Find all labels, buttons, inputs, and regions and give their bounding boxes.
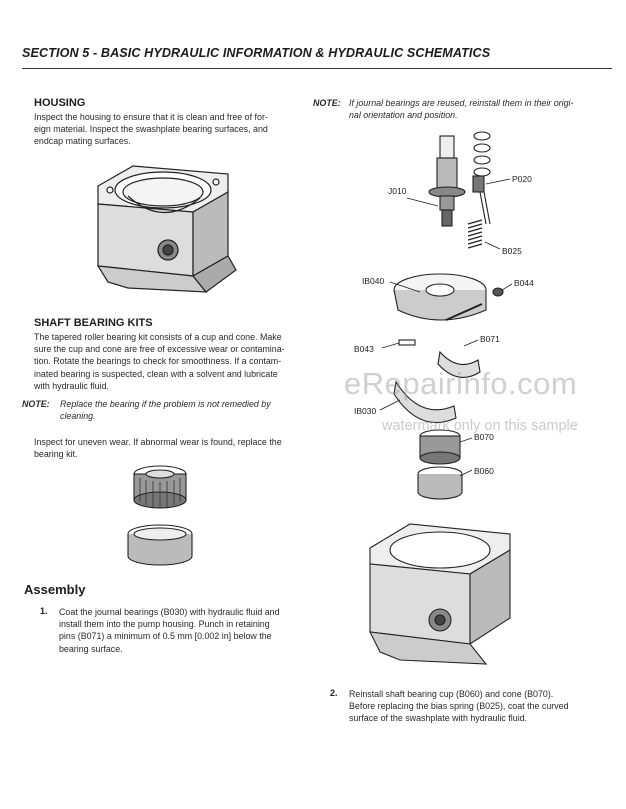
shaft-j010 [439, 135, 455, 159]
step-2-text: Reinstall shaft bearing cup (B060) and c… [349, 688, 569, 725]
right-note-text: If journal bearings are reused, reinstal… [349, 97, 573, 121]
o-ring [473, 131, 491, 141]
right-note-line: nal orientation and position. [349, 110, 458, 121]
housing-text-line: endcap mating surfaces. [34, 136, 131, 147]
kits-note-line: Replace the bearing if the problem is no… [60, 399, 271, 409]
step-1-number: 1. [40, 606, 48, 616]
kits-text-line: The tapered roller bearing kit consists … [34, 332, 282, 342]
journal-bearing-ib030 [393, 380, 457, 423]
label-b044: B044 [514, 278, 534, 288]
o-ring [473, 167, 491, 177]
kits-text-line: tion. Rotate the bearings to check for s… [34, 356, 282, 367]
housing-text: Inspect the housing to ensure that it is… [34, 111, 268, 148]
o-ring [473, 143, 491, 153]
label-b071: B071 [480, 334, 500, 344]
inspect-text: Inspect for uneven wear. If abnormal wea… [34, 436, 282, 460]
label-j010: J010 [388, 186, 407, 196]
label-ib030: IB030 [354, 406, 376, 416]
plug-p020 [472, 175, 485, 193]
housing-heading: HOUSING [34, 97, 86, 109]
housing-text-line: eign material. Inspect the swashplate be… [34, 124, 268, 135]
pin-b044 [492, 287, 504, 297]
label-b043: B043 [354, 344, 374, 354]
section-title: SECTION 5 - BASIC HYDRAULIC INFORMATION … [22, 46, 491, 60]
label-ib040: IB040 [362, 276, 384, 286]
right-note-line: If journal bearings are reused, reinstal… [349, 98, 574, 108]
kits-text-line: sure the cup and cone are free of excess… [34, 344, 285, 355]
step-1-line: pins (B071) a minimum of 0.5 mm [0.002 i… [59, 631, 272, 642]
pin-b043 [398, 339, 416, 346]
kits-text-line: inated bearing is suspected, clean with … [34, 368, 278, 379]
kits-note-line: cleaning. [60, 411, 96, 422]
housing-illustration [96, 165, 237, 293]
header-rule [22, 68, 612, 69]
exploded-pump-diagram: P020 J010 B025 IB040 B044 B071 B043 IB03… [354, 131, 534, 665]
kits-note-text: Replace the bearing if the problem is no… [60, 398, 271, 422]
step-2-number: 2. [330, 688, 338, 698]
step-1-text: Coat the journal bearings (B030) with hy… [59, 606, 280, 655]
step-2-line: surface of the swashplate with hydraulic… [349, 713, 528, 724]
label-b060: B060 [474, 466, 494, 476]
inspect-text-line: bearing kit. [34, 449, 78, 460]
step-2-line: Reinstall shaft bearing cup (B060) and c… [349, 689, 554, 699]
kits-text-line: with hydraulic fluid. [34, 380, 109, 391]
watermark-site: eRepairinfo.com [344, 366, 578, 401]
label-b025: B025 [502, 246, 522, 256]
label-p020: P020 [512, 174, 532, 184]
assembly-heading: Assembly [24, 582, 86, 597]
label-b070: B070 [474, 432, 494, 442]
step-1-line: install them into the pump housing. Punc… [59, 619, 270, 630]
inspect-text-line: Inspect for uneven wear. If abnormal wea… [34, 437, 282, 447]
step-1-line: bearing surface. [59, 643, 123, 654]
kits-note-label: NOTE: [22, 399, 50, 409]
shaft-bearing-kits-heading: SHAFT BEARING KITS [34, 317, 153, 329]
bias-spring-b025 [467, 219, 483, 249]
step-1-line: Coat the journal bearings (B030) with hy… [59, 607, 280, 617]
o-ring [473, 155, 491, 165]
right-note-label: NOTE: [313, 98, 341, 108]
shaft-bearing-kits-text: The tapered roller bearing kit consists … [34, 331, 285, 392]
watermark-notice: watermark only on this sample [382, 418, 578, 434]
bearing-cup-cone-illustration [127, 465, 193, 566]
pump-housing [369, 523, 511, 665]
housing-text-line: Inspect the housing to ensure that it is… [34, 112, 268, 122]
step-2-line: Before replacing the bias spring (B025),… [349, 701, 569, 712]
journal-bearing-ib030 [437, 350, 481, 378]
